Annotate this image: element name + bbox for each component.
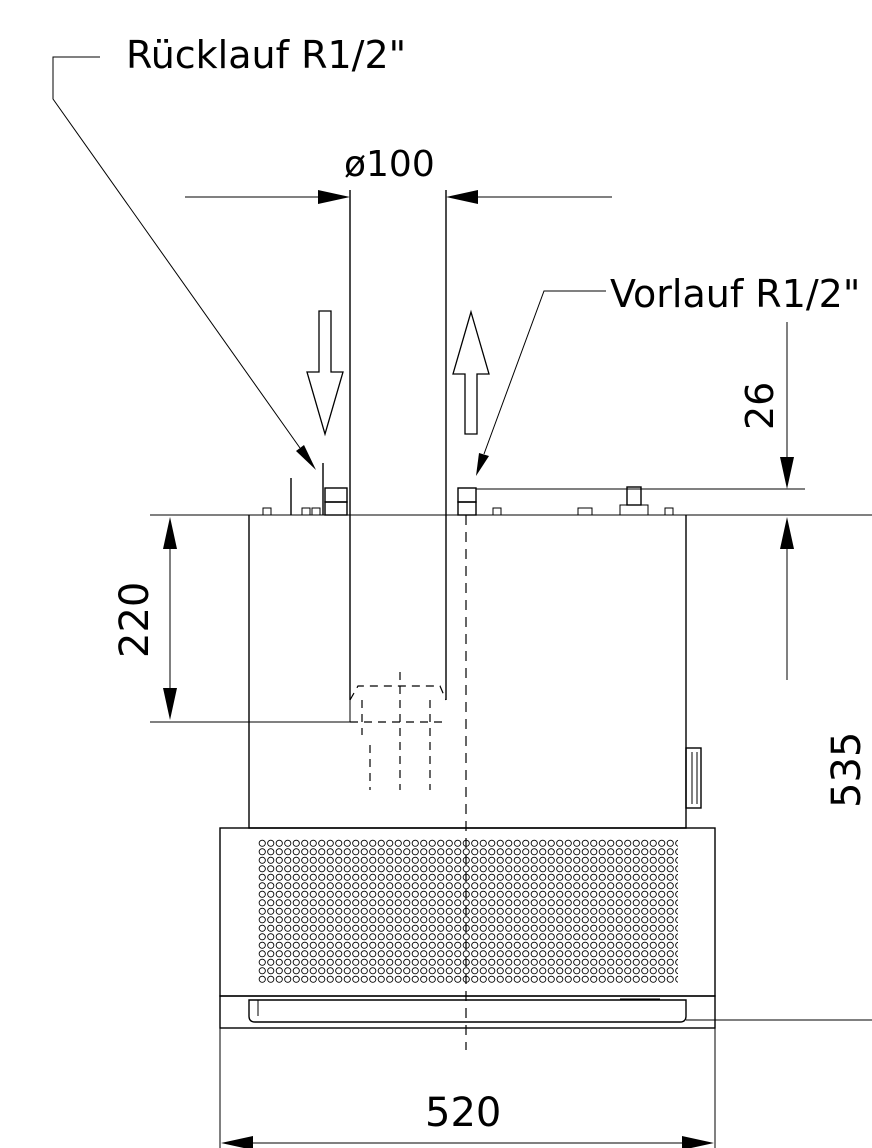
diameter-dimension: ø100 [185,144,612,204]
arrow-up-icon [452,309,490,435]
arrow-down-icon [306,310,344,437]
width-value: 520 [425,1090,501,1136]
upper-housing [248,515,702,829]
connection-height-dimension: 26 [738,322,794,680]
supply-leader-line [476,290,606,476]
diameter-value: ø100 [344,144,435,185]
supply-connection-label: Vorlauf R1/2" [610,272,860,316]
pipe-end-hidden [349,672,447,790]
return-connection-label: Rücklauf R1/2" [126,33,406,77]
perforated-grille [219,827,716,997]
insertion-depth-value: 220 [112,582,158,658]
bottom-plate [219,995,872,1029]
top-fittings [262,486,674,516]
return-connection [290,463,348,516]
width-dimension: 520 [219,1028,716,1148]
return-leader-line [52,56,316,470]
pipe [349,190,447,700]
connection-height-value: 26 [738,382,782,430]
total-height-value: 535 [824,732,870,808]
supply-connection [457,487,477,516]
insertion-depth-dimension: 220 [112,517,350,723]
